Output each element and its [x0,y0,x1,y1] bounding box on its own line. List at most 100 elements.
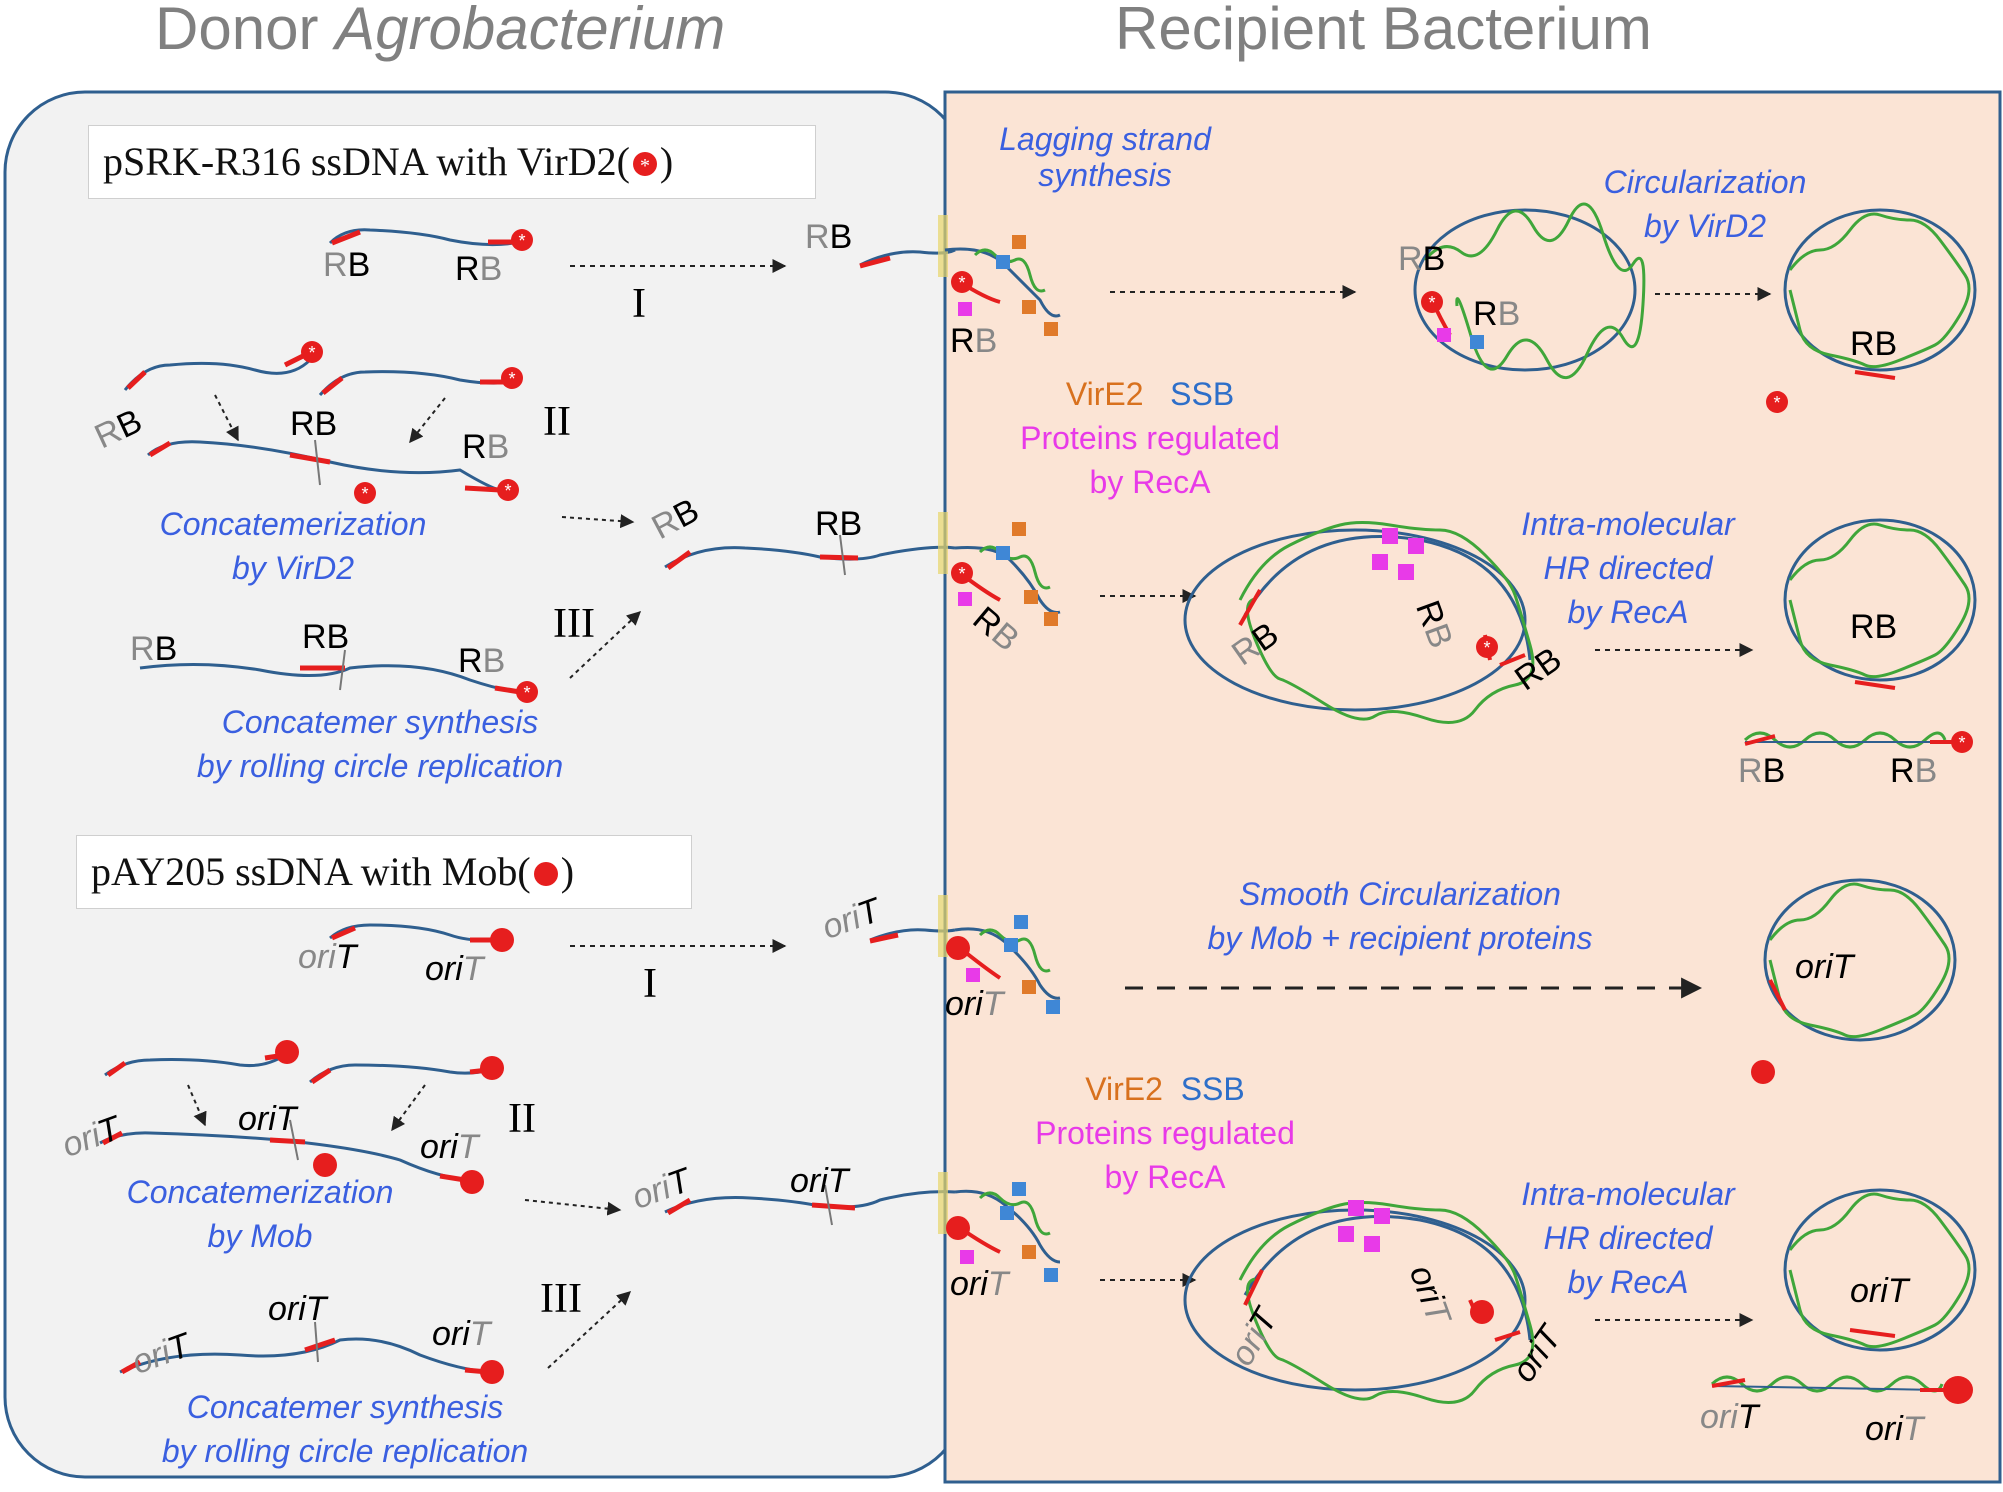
rb-label: RB [455,250,503,288]
hr-intermediate-bottom [1183,1200,1535,1404]
strand-mob-II-a [104,1040,299,1078]
pathway-numeral: II [508,1096,536,1142]
excised-strand-top: * [1743,731,1973,753]
strand-mob-II-concat [99,1119,484,1194]
rb-label: RB [1398,240,1446,278]
oriT-label: oriT [950,1265,1009,1303]
rb-label: RB [1473,295,1521,333]
oriT-label: oriT [790,1162,849,1200]
svg-text:*: * [640,155,650,177]
pathway-numeral: II [543,399,571,445]
oriT-label: oriT [420,1128,479,1166]
strand-I-transfer-bottom [869,928,956,944]
rb-label: RB [458,642,506,680]
circle-hr-final-top [1783,518,1977,690]
oriT-label: oriT [432,1315,491,1353]
svg-text:*: * [361,484,368,504]
svg-text:*: * [518,231,525,251]
rb-label: RB [302,618,350,656]
pathway-numeral: I [643,961,657,1007]
protein-legend-bottom: VirE2 SSB Proteins regulated by RecA [1035,1071,1295,1195]
virD2-icon: * [1766,391,1788,413]
virD2-legend-box: pSRK-R316 ssDNA with VirD2(*) [88,125,816,199]
strand-virD2-II-a [123,352,312,391]
svg-text:*: * [1773,393,1780,413]
rb-label: RB [1850,608,1898,646]
strand-mob-III [119,1321,504,1384]
circle-virD2-intermediate: * [1413,202,1646,380]
strand-concat-transfer-top [664,534,956,576]
svg-text:*: * [504,481,511,501]
svg-text:*: * [523,683,530,703]
mob-protein-released [1751,1060,1775,1084]
svg-text:*: * [958,273,965,293]
arrow-III-bottom [547,1291,632,1369]
strand-mob-I [329,923,514,952]
virD2-icon: * [516,681,538,703]
strand-virD2-I [328,228,521,247]
strand-virD2-II-concat [147,439,501,493]
svg-text:*: * [958,564,965,584]
excised-strand-bottom [1710,1375,1973,1404]
oriT-label: oriT [1795,948,1854,986]
recipient-cell [943,90,2002,1484]
oriT-label: oriT [1850,1272,1909,1310]
pathway-numeral: III [540,1276,582,1322]
strand-mob-II-b [309,1056,504,1085]
transfer-complex-bottom-I [938,895,1061,1014]
oriT-label: oriT [425,950,484,988]
transfer-complex-top: * [938,215,1061,336]
virD2-icon: * [354,482,376,504]
arrow-II-top [561,514,635,529]
oriT-label: oriT [1865,1410,1924,1448]
strand-concat-transfer-bottom [664,1184,956,1226]
rb-label: RB [805,218,853,256]
pathway-numeral: I [632,281,646,327]
oriT-label: oriT [1700,1398,1759,1436]
virD2-icon: * [497,479,519,501]
circle-virD2-final [1783,208,1977,380]
svg-text:*: * [508,369,515,389]
rb-label: RB [950,322,998,360]
oriT-label: oriT [268,1290,327,1328]
circle-hr-final-bottom [1783,1188,1977,1352]
recipient-header: Recipient Bacterium [1115,0,1652,62]
arrow-III-top [569,611,642,679]
virD2-icon: * [501,367,523,389]
circle-mob-final [1763,878,1957,1042]
rb-label: RB [462,428,510,466]
oriT-label: oriT [945,985,1004,1023]
protein-legend-top: VirE2 SSB Proteins regulated by RecA [1020,376,1280,500]
svg-text:*: * [1483,638,1490,658]
strand-virD2-III [139,649,521,695]
transfer-complex-bottom-concat [938,1172,1061,1282]
oriT-label: oriT [238,1100,297,1138]
strand-virD2-II-b [318,370,511,396]
virD2-icon: * [301,341,323,363]
mob-legend-box: pAY205 ssDNA with Mob() [76,835,692,909]
hr-intermediate-top: * [1183,521,1535,724]
rb-label: RB [815,505,863,543]
oriT-label: oriT [298,938,357,976]
svg-text:*: * [1958,733,1965,753]
virD2-icon: * [511,229,533,251]
svg-text:*: * [1428,293,1435,313]
rb-label: RB [1850,325,1898,363]
donor-header: Donor Agrobacterium [155,0,726,62]
transfer-complex-concat-top: * [938,512,1061,626]
rb-label: RB [323,246,371,284]
rb-label: RB [130,630,178,668]
rb-label: RB [1890,752,1938,790]
svg-text:*: * [308,343,315,363]
pathway-numeral: III [553,601,595,647]
